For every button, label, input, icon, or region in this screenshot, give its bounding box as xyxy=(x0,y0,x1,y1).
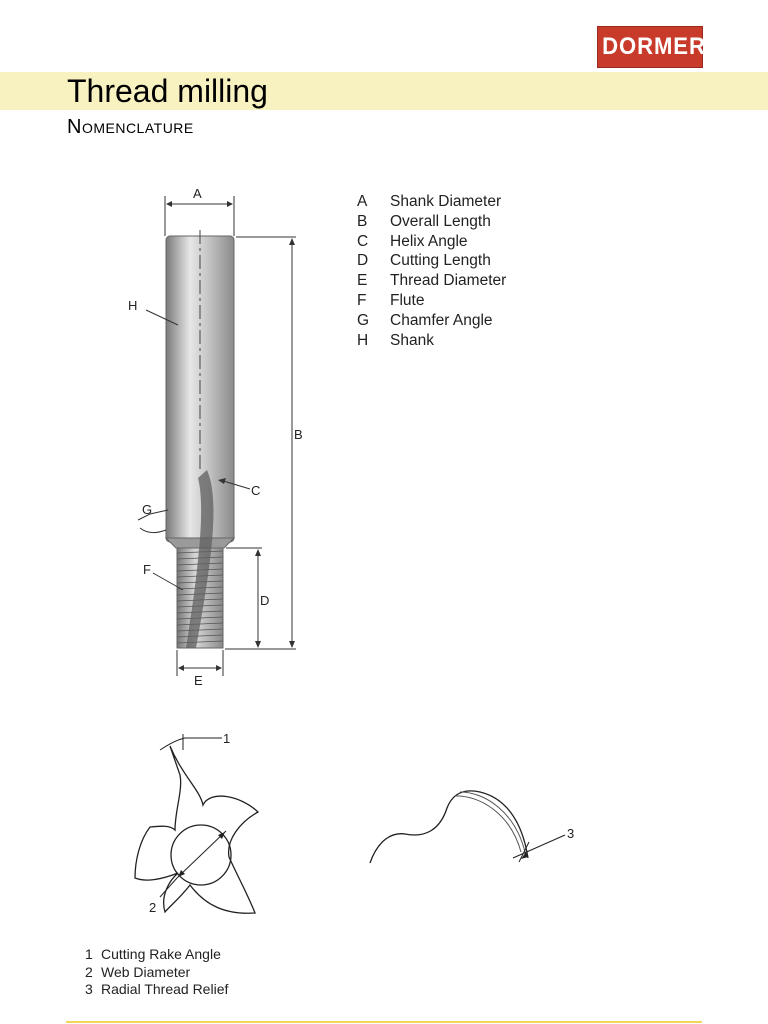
web-circle xyxy=(170,824,232,886)
legend-item: A Shank Diameter xyxy=(357,192,506,212)
legend-label: Overall Length xyxy=(390,212,491,230)
footer-rule xyxy=(66,1021,702,1023)
legend-item: D Cutting Length xyxy=(357,251,506,271)
legend-code: A xyxy=(357,193,368,210)
label-3: 3 xyxy=(567,826,574,841)
label-E: E xyxy=(194,673,203,688)
cutter-profile xyxy=(134,745,260,914)
label-1: 1 xyxy=(223,731,230,746)
legend-code: C xyxy=(357,232,369,250)
legend-label: Flute xyxy=(390,291,425,309)
legend-code: G xyxy=(357,311,370,329)
note-number: 3 xyxy=(85,981,93,997)
legend-label: Cutting Length xyxy=(390,252,491,270)
legend-code: D xyxy=(357,252,369,270)
logo-text: DORMER xyxy=(602,33,706,60)
note-label: Cutting Rake Angle xyxy=(101,946,221,962)
tool-flute xyxy=(186,470,214,648)
cross-section-diagram: 1 2 xyxy=(134,731,260,915)
note-item: 3 Radial Thread Relief xyxy=(85,981,228,999)
legend-label: Shank Diameter xyxy=(390,193,502,210)
label-H: H xyxy=(128,298,137,313)
legend-label: Thread Diameter xyxy=(390,272,507,290)
thread-mill-diagram: A B C D E F G H xyxy=(128,186,303,688)
label-D: D xyxy=(260,593,269,608)
legend-label: Shank xyxy=(390,331,434,349)
note-number: 2 xyxy=(85,963,93,980)
relief-detail-diagram: 3 xyxy=(369,790,574,864)
page-title: Thread milling xyxy=(67,73,268,109)
legend-code: E xyxy=(357,272,368,290)
page-subtitle: Nomenclature xyxy=(67,116,194,138)
legend-label: Chamfer Angle xyxy=(390,311,493,329)
label-C: C xyxy=(251,483,260,498)
legend-item: E Thread Diameter xyxy=(357,271,506,291)
legend-item: F Flute xyxy=(357,291,506,311)
label-F: F xyxy=(143,562,151,577)
title-band xyxy=(0,72,768,110)
legend-item: G Chamfer Angle xyxy=(357,311,506,331)
nomenclature-legend: A Shank Diameter B Overall Length C Helix A… xyxy=(357,192,506,350)
label-2: 2 xyxy=(149,900,156,915)
dormer-logo: DORMER xyxy=(597,26,706,68)
legend-item: B Overall Length xyxy=(357,212,506,232)
note-label: Radial Thread Relief xyxy=(101,981,229,997)
relief-profile xyxy=(369,790,529,864)
label-B: B xyxy=(294,427,303,442)
note-number: 1 xyxy=(85,946,93,962)
label-A: A xyxy=(193,186,202,201)
legend-code: H xyxy=(357,331,369,349)
legend-label: Helix Angle xyxy=(390,232,468,250)
legend-item: C Helix Angle xyxy=(357,232,506,252)
legend-item: H Shank xyxy=(357,331,506,351)
note-item: 2 Web Diameter xyxy=(85,964,228,982)
legend-code: F xyxy=(357,291,367,309)
note-label: Web Diameter xyxy=(101,963,191,980)
label-G: G xyxy=(142,502,152,517)
note-item: 1 Cutting Rake Angle xyxy=(85,946,228,964)
cross-section-notes: 1 Cutting Rake Angle 2 Web Diameter 3 Radia… xyxy=(85,946,228,999)
legend-code: B xyxy=(357,212,368,230)
